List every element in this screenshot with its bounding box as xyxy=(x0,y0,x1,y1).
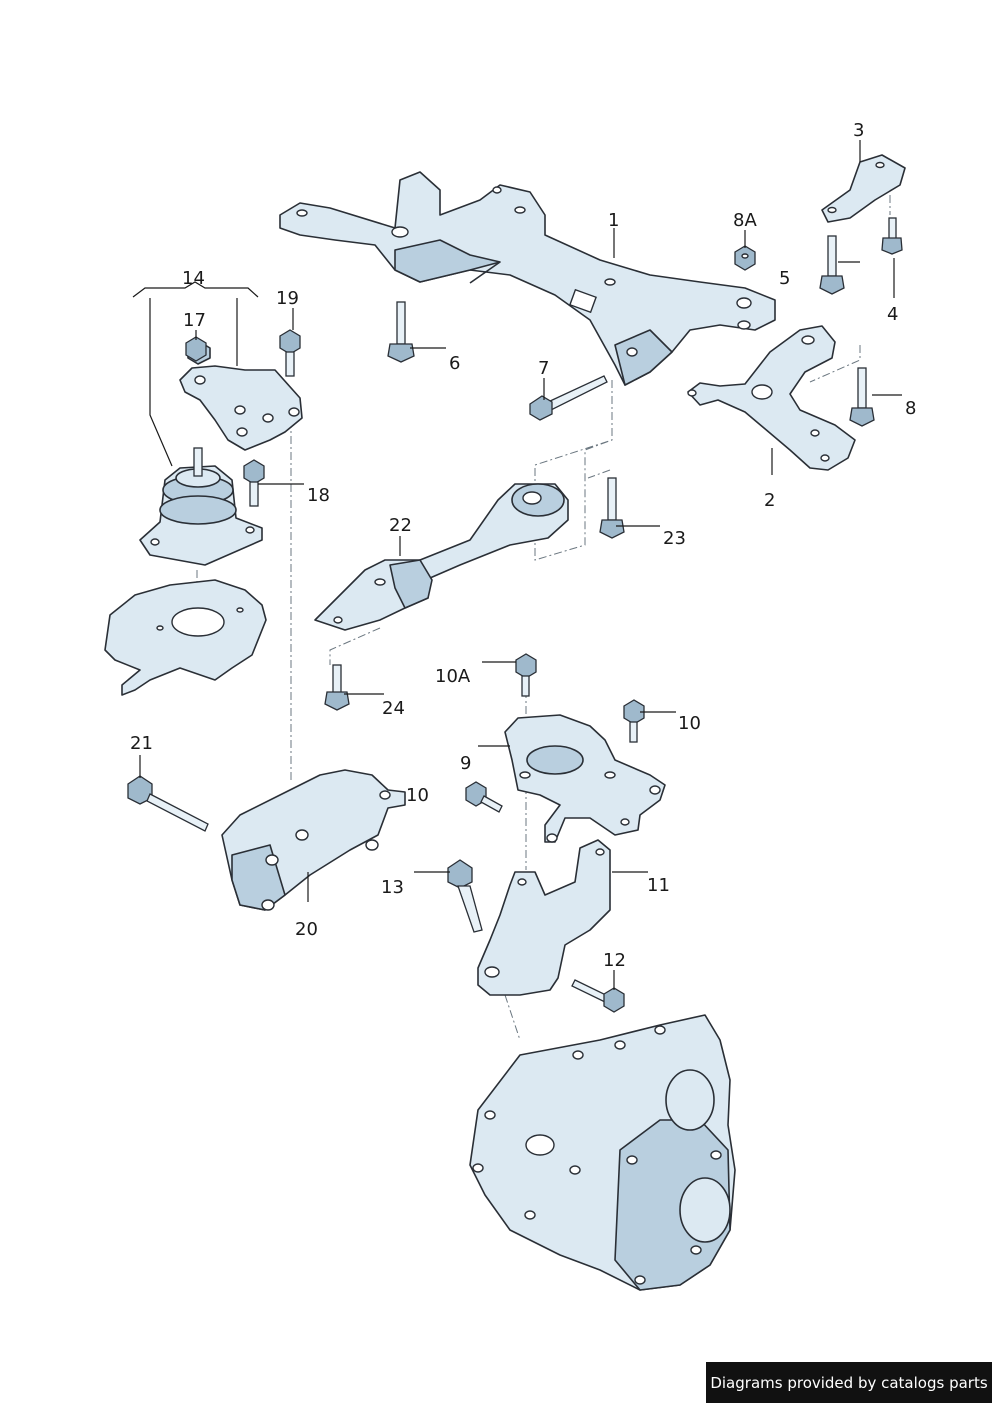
callout-3: 3 xyxy=(853,120,864,141)
callout-labels: 1 2 3 4 5 6 7 8 8A 9 10A 10 10 11 12 13 … xyxy=(130,120,916,971)
callout-9: 9 xyxy=(460,753,471,774)
nut-8a xyxy=(734,245,756,271)
callout-18: 18 xyxy=(307,485,330,506)
callout-5: 5 xyxy=(779,268,790,289)
callout-7: 7 xyxy=(538,358,549,379)
engine-bracket-part-20 xyxy=(221,769,406,911)
transmission-bracket-part-11 xyxy=(477,839,611,996)
callout-21: 21 xyxy=(130,733,153,754)
callout-12: 12 xyxy=(603,950,626,971)
bolt-18 xyxy=(243,459,265,507)
bolt-19 xyxy=(279,329,301,377)
heat-shield xyxy=(104,579,267,696)
transmission-mount-part-9 xyxy=(504,714,666,843)
bolt-5 xyxy=(819,235,845,295)
bolt-10a xyxy=(515,653,537,697)
callout-14: 14 xyxy=(182,268,205,289)
bolt-7 xyxy=(529,375,608,421)
callout-20: 20 xyxy=(295,919,318,940)
callout-8a: 8A xyxy=(733,210,757,231)
callout-4: 4 xyxy=(887,304,898,325)
leader-lines xyxy=(132,140,902,990)
fasteners xyxy=(127,217,903,1013)
bolt-10-left xyxy=(465,781,503,813)
torque-rod-part-22 xyxy=(314,483,569,631)
callout-10-left: 10 xyxy=(406,785,429,806)
bolt-12 xyxy=(571,979,625,1013)
callout-24: 24 xyxy=(382,698,405,719)
callout-17: 17 xyxy=(183,310,206,331)
bolt-21 xyxy=(127,775,209,832)
bolt-10-right xyxy=(623,699,645,743)
callout-1: 1 xyxy=(608,210,619,231)
callout-6: 6 xyxy=(449,353,460,374)
bracket-part-3 xyxy=(821,154,906,223)
callout-8: 8 xyxy=(905,398,916,419)
subframe-part-1 xyxy=(279,171,776,386)
callout-11: 11 xyxy=(647,875,670,896)
bolt-23 xyxy=(599,477,625,539)
bolt-24 xyxy=(324,664,350,711)
callout-23: 23 xyxy=(663,528,686,549)
bolt-6 xyxy=(387,301,415,363)
rubber-engine-mount xyxy=(139,447,263,566)
bolt-8 xyxy=(849,367,875,427)
callout-22: 22 xyxy=(389,515,412,536)
callout-10-right: 10 xyxy=(678,713,701,734)
callout-13: 13 xyxy=(381,877,404,898)
callout-2: 2 xyxy=(764,490,775,511)
credit-banner: Diagrams provided by catalogs parts xyxy=(706,1362,992,1403)
gearbox-housing xyxy=(469,1014,736,1291)
bolt-13 xyxy=(447,859,483,933)
nut-17 xyxy=(185,336,207,362)
callout-10a: 10A xyxy=(435,666,471,687)
control-arm-part-2 xyxy=(687,325,856,471)
bolt-4 xyxy=(881,217,903,255)
callout-19: 19 xyxy=(276,288,299,309)
